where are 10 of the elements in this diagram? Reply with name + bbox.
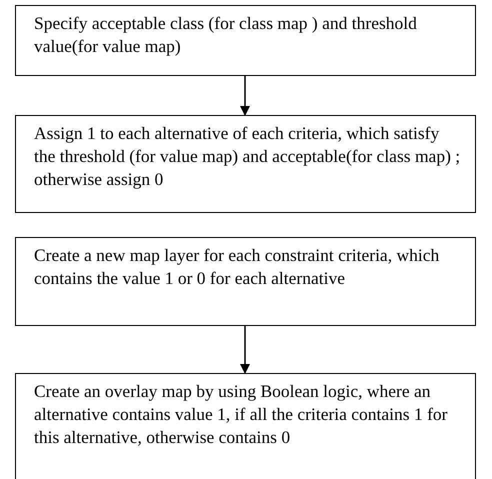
process-box — [15, 115, 476, 213]
step-text: Specify acceptable class (for class map ) and threshold value(for value map) — [34, 12, 418, 58]
arrow — [240, 326, 250, 374]
arrow — [240, 76, 250, 116]
process-box — [15, 373, 476, 479]
step-text: Create an overlay map by using Boolean logic, where an alternative contains value 1, if all the criteria contains 1 for this alternative, otherwise contains 0 — [34, 380, 449, 449]
process-box — [15, 5, 476, 76]
step-text: Create a new map layer for each constraint criteria, which contains the value 1 or 0 for each alternative — [34, 244, 440, 290]
process-box — [15, 237, 476, 326]
step-text: Assign 1 to each alternative of each criteria, which satisfy the threshold (for value map) and acceptable(for class map) ; otherwise assign 0 — [34, 122, 462, 191]
